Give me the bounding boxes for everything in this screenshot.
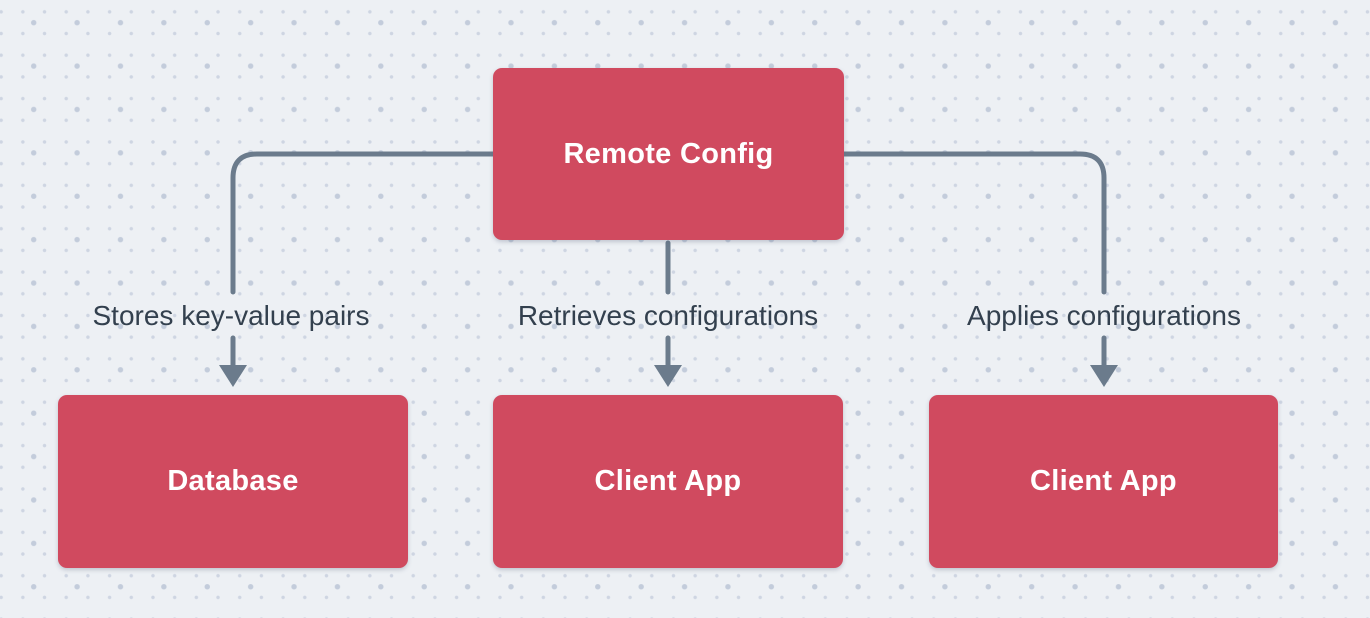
arrowhead-database-icon — [219, 365, 247, 387]
edge-arrowheads — [219, 365, 1118, 387]
arrowhead-client-app-2-icon — [1090, 365, 1118, 387]
node-database-label: Database — [167, 465, 299, 497]
node-client-app-2-label: Client App — [1030, 465, 1177, 497]
node-database[interactable]: Database — [58, 395, 408, 568]
arrowhead-client-app-1-icon — [654, 365, 682, 387]
node-client-app-2[interactable]: Client App — [929, 395, 1278, 568]
edge-label-stores-key-value-pairs[interactable]: Stores key-value pairs — [92, 300, 370, 331]
node-remote-config-label: Remote Config — [563, 137, 774, 170]
node-remote-config[interactable]: Remote Config — [493, 68, 844, 240]
node-client-app-1[interactable]: Client App — [493, 395, 843, 568]
node-client-app-1-label: Client App — [594, 465, 742, 497]
edge-lines — [230, 151, 1107, 368]
edge-remote-config-to-database[interactable] — [230, 151, 496, 295]
edge-remote-config-to-client-app-2[interactable] — [841, 151, 1107, 295]
edge-label-retrieves-configurations[interactable]: Retrieves configurations — [517, 300, 819, 331]
edge-label-applies-configurations[interactable]: Applies configurations — [967, 300, 1241, 331]
